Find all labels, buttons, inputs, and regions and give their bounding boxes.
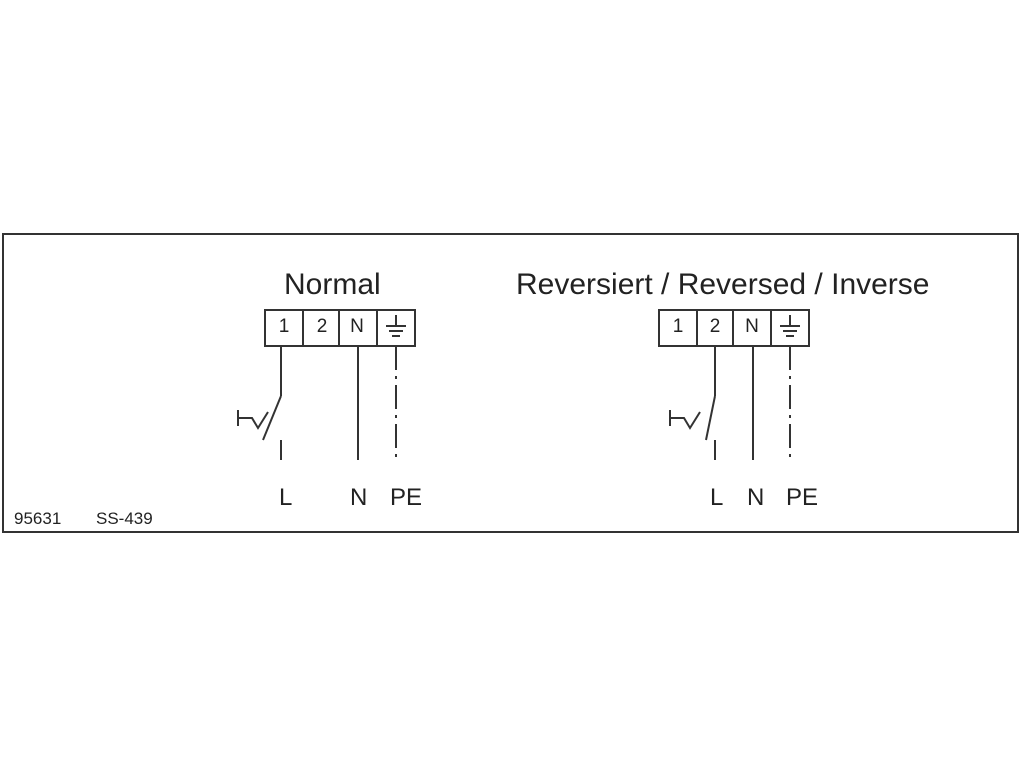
terminal-block-reversed [658, 309, 810, 347]
ground-icon [386, 315, 406, 337]
terminal-n-label-normal: N [350, 316, 364, 337]
wire-label-pe-normal: PE [390, 484, 423, 511]
terminal-1-label-reversed: 1 [672, 316, 684, 337]
wire-label-pe-reversed: PE [786, 484, 819, 511]
terminal-block-normal [264, 309, 416, 347]
switch-icon [237, 395, 282, 460]
terminal-1-label-normal: 1 [278, 316, 290, 337]
document-id: 95631 [14, 509, 62, 528]
switch-icon [669, 395, 716, 460]
terminal-2-label-reversed: 2 [709, 316, 721, 337]
diagram-frame [2, 233, 1019, 533]
wire-label-l-normal: L [279, 484, 293, 511]
terminal-2-label-normal: 2 [316, 316, 328, 337]
wire-label-n-normal: N [350, 484, 368, 511]
wire-label-l-reversed: L [710, 484, 724, 511]
document-reference: SS-439 [96, 509, 153, 528]
ground-icon [780, 315, 800, 337]
wire-label-n-reversed: N [747, 484, 765, 511]
panel-title-reversed: Reversiert / Reversed / Inverse [516, 268, 930, 301]
panel-title-normal: Normal [284, 268, 381, 301]
terminal-n-label-reversed: N [745, 316, 759, 337]
